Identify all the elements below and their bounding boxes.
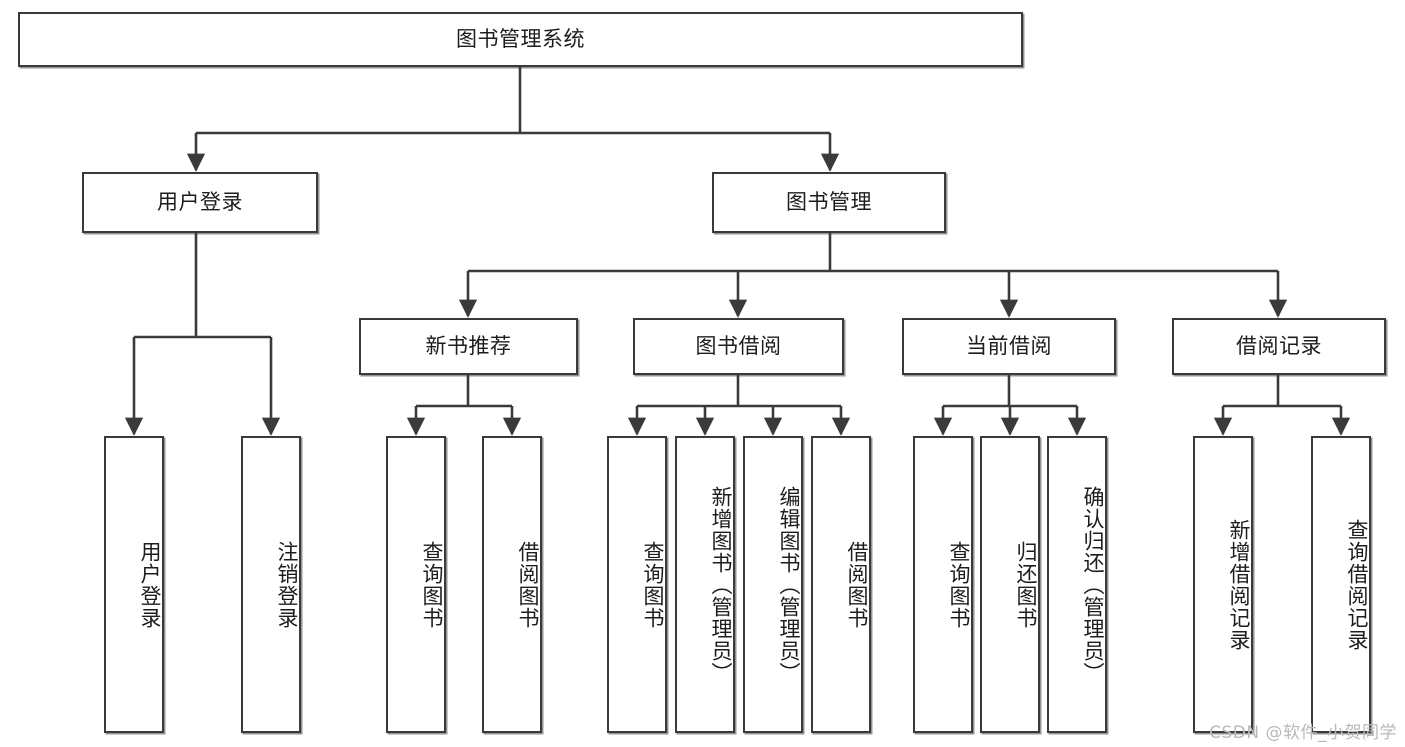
- node-label: 借阅图书: [516, 540, 540, 629]
- leaf-new-book-query-book[interactable]: 查询图书: [386, 436, 446, 733]
- node-book-borrow[interactable]: 图书借阅: [633, 318, 844, 375]
- node-label: 借阅记录: [1236, 333, 1322, 358]
- leaf-current-query-book[interactable]: 查询图书: [913, 436, 973, 733]
- leaf-borrow-borrow-book[interactable]: 借阅图书: [811, 436, 871, 733]
- node-label: 归还图书: [1014, 540, 1038, 629]
- leaf-record-query-record[interactable]: 查询借阅记录: [1311, 436, 1371, 733]
- node-label: 查询图书: [420, 540, 444, 629]
- leaf-borrow-add-book-admin[interactable]: 新增图书（管理员）: [675, 436, 735, 733]
- node-borrow-record[interactable]: 借阅记录: [1172, 318, 1386, 375]
- leaf-current-return-book[interactable]: 归还图书: [980, 436, 1040, 733]
- node-root-book-management-system[interactable]: 图书管理系统: [18, 12, 1023, 67]
- node-label: 确认归还（管理员）: [1081, 485, 1105, 684]
- node-book-management[interactable]: 图书管理: [712, 172, 946, 233]
- leaf-user-login-logout[interactable]: 注销登录: [241, 436, 301, 733]
- leaf-record-add-record[interactable]: 新增借阅记录: [1193, 436, 1253, 733]
- node-label: 图书管理: [786, 189, 872, 214]
- leaf-borrow-query-book[interactable]: 查询图书: [607, 436, 667, 733]
- leaf-new-book-borrow-book[interactable]: 借阅图书: [482, 436, 542, 733]
- node-label: 编辑图书（管理员）: [777, 485, 801, 684]
- node-label: 用户登录: [138, 540, 162, 629]
- node-current-borrow[interactable]: 当前借阅: [902, 318, 1116, 375]
- leaf-borrow-edit-book-admin[interactable]: 编辑图书（管理员）: [743, 436, 803, 733]
- node-label: 新书推荐: [425, 333, 512, 358]
- node-label: 用户登录: [157, 189, 243, 214]
- node-label: 借阅图书: [845, 540, 869, 629]
- leaf-current-confirm-return-admin[interactable]: 确认归还（管理员）: [1047, 436, 1107, 733]
- node-label: 查询图书: [641, 540, 665, 629]
- node-label: 新增图书（管理员）: [709, 485, 733, 684]
- node-label: 新增借阅记录: [1227, 518, 1251, 651]
- leaf-user-login-login[interactable]: 用户登录: [104, 436, 164, 733]
- csdn-watermark: CSDN @软件_小贺同学: [1209, 723, 1397, 743]
- node-label: 查询借阅记录: [1345, 518, 1369, 651]
- node-user-login[interactable]: 用户登录: [82, 172, 318, 233]
- node-label: 当前借阅: [966, 333, 1052, 358]
- node-label: 图书借阅: [695, 333, 782, 358]
- node-label: 查询图书: [947, 540, 971, 629]
- node-label: 图书管理系统: [456, 26, 585, 51]
- node-label: 注销登录: [275, 540, 299, 629]
- node-new-book-recommend[interactable]: 新书推荐: [359, 318, 578, 375]
